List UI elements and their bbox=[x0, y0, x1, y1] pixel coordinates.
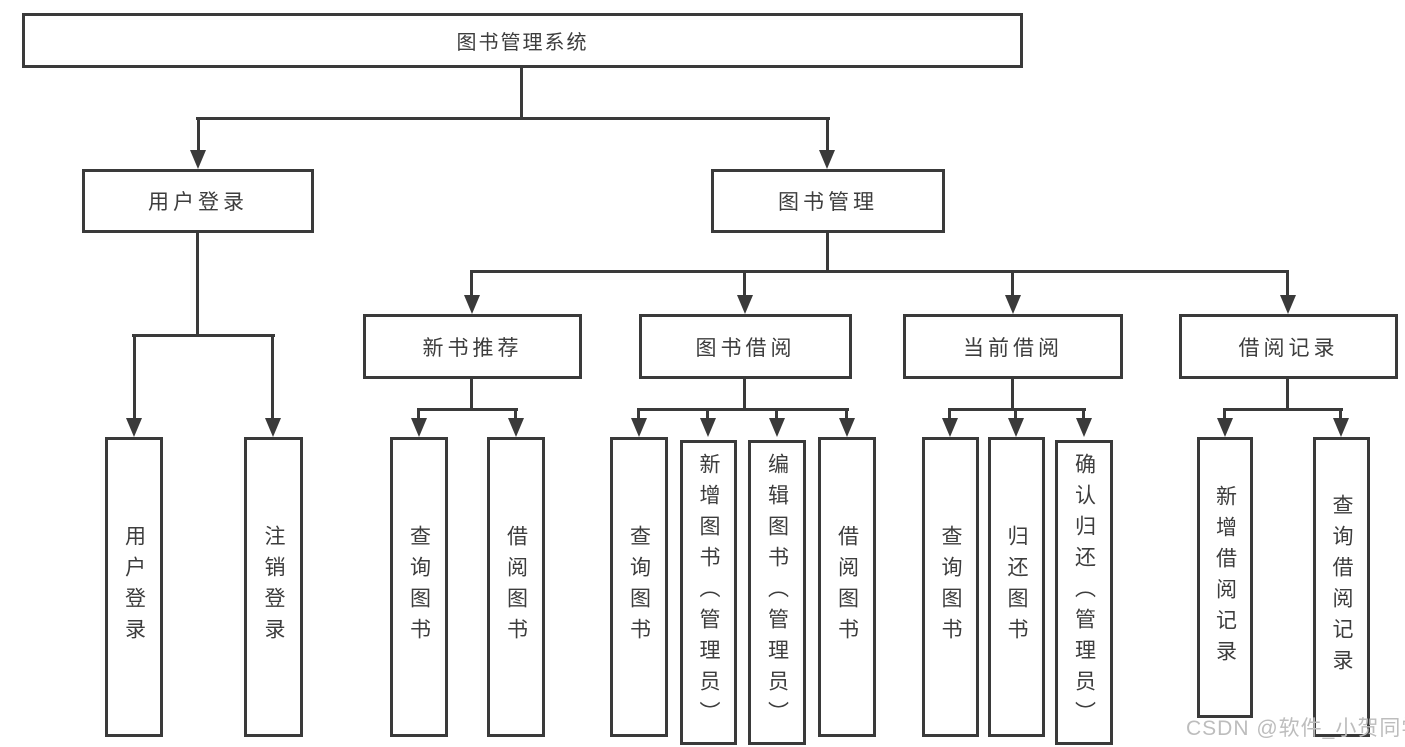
leaf-logout: 注销登录 bbox=[244, 437, 303, 737]
connector-stub bbox=[470, 273, 473, 296]
arrow-down-icon bbox=[508, 418, 524, 437]
connector-stub bbox=[1286, 379, 1289, 411]
arrow-down-icon bbox=[942, 418, 958, 437]
leaf-label: 确认归还（管理员） bbox=[1072, 453, 1096, 732]
connector-stub bbox=[196, 233, 199, 336]
leaf-user-login: 用户登录 bbox=[105, 437, 163, 737]
arrow-down-icon bbox=[265, 418, 281, 437]
node-label: 图书管理系统 bbox=[456, 32, 589, 54]
node-label: 图书管理 bbox=[778, 191, 878, 214]
connector-line bbox=[637, 408, 849, 411]
node-book-borrow: 图书借阅 bbox=[639, 314, 852, 379]
connector-stub bbox=[1339, 411, 1342, 420]
connector-stub bbox=[417, 411, 420, 420]
leaf-newbook-query-books: 查询图书 bbox=[390, 437, 448, 737]
node-label: 新书推荐 bbox=[422, 336, 523, 360]
leaf-label: 用户登录 bbox=[122, 525, 146, 649]
leaf-label: 注销登录 bbox=[262, 525, 285, 649]
leaf-label: 编辑图书（管理员） bbox=[765, 453, 789, 732]
leaf-label: 查询借阅记录 bbox=[1330, 494, 1353, 680]
leaf-label: 查询图书 bbox=[627, 525, 651, 649]
leaf-label: 新增借阅记录 bbox=[1213, 484, 1237, 671]
connector-stub bbox=[1223, 411, 1226, 420]
arrow-down-icon bbox=[464, 295, 480, 314]
leaf-current-query-books: 查询图书 bbox=[922, 437, 979, 737]
connector-stub bbox=[1286, 273, 1289, 296]
leaf-current-return-books: 归还图书 bbox=[988, 437, 1045, 737]
node-root-library-system: 图书管理系统 bbox=[22, 13, 1023, 68]
connector-line bbox=[470, 270, 1289, 273]
arrow-down-icon bbox=[1008, 418, 1024, 437]
connector-stub bbox=[1011, 273, 1014, 296]
arrow-down-icon bbox=[769, 418, 785, 437]
arrow-down-icon bbox=[1217, 418, 1233, 437]
arrow-down-icon bbox=[190, 150, 206, 169]
arrow-down-icon bbox=[839, 418, 855, 437]
arrow-down-icon bbox=[1280, 295, 1296, 314]
connector-stub bbox=[197, 120, 200, 151]
leaf-label: 归还图书 bbox=[1005, 525, 1028, 649]
connector-stub bbox=[637, 411, 640, 420]
connector-stub bbox=[514, 411, 517, 420]
connector-stub bbox=[271, 337, 274, 419]
connector-stub bbox=[706, 411, 709, 420]
connector-stub bbox=[845, 411, 848, 420]
node-user-login: 用户登录 bbox=[82, 169, 314, 233]
csdn-watermark: CSDN @软件_小贺同学 bbox=[1186, 717, 1405, 740]
connector-stub bbox=[1011, 379, 1014, 411]
connector-line bbox=[948, 408, 1086, 411]
arrow-down-icon bbox=[1005, 295, 1021, 314]
node-book-management: 图书管理 bbox=[711, 169, 945, 233]
arrow-down-icon bbox=[819, 150, 835, 169]
arrow-down-icon bbox=[411, 418, 427, 437]
connector-stub bbox=[133, 337, 136, 419]
arrow-down-icon bbox=[737, 295, 753, 314]
leaf-newbook-borrow-books: 借阅图书 bbox=[487, 437, 545, 737]
node-borrow-records: 借阅记录 bbox=[1179, 314, 1398, 379]
node-label: 用户登录 bbox=[148, 191, 248, 214]
connector-stub bbox=[743, 273, 746, 296]
arrow-down-icon bbox=[126, 418, 142, 437]
node-current-borrow: 当前借阅 bbox=[903, 314, 1123, 379]
connector-stub bbox=[1082, 411, 1085, 420]
leaf-borrow-borrow-books: 借阅图书 bbox=[818, 437, 876, 737]
connector-stub bbox=[948, 411, 951, 420]
leaf-label: 借阅图书 bbox=[504, 525, 528, 649]
connector-stub bbox=[826, 233, 829, 272]
leaf-current-confirm-return-admin: 确认归还（管理员） bbox=[1055, 440, 1113, 745]
leaf-label: 查询图书 bbox=[939, 525, 962, 649]
arrow-down-icon bbox=[631, 418, 647, 437]
leaf-borrow-edit-books-admin: 编辑图书（管理员） bbox=[748, 440, 806, 745]
connector-stub bbox=[470, 379, 473, 411]
node-label: 当前借阅 bbox=[963, 336, 1063, 360]
arrow-down-icon bbox=[1076, 418, 1092, 437]
node-label: 图书借阅 bbox=[695, 336, 796, 360]
connector-stub bbox=[1014, 411, 1017, 420]
connector-line bbox=[196, 117, 830, 120]
connector-line bbox=[417, 408, 518, 411]
arrow-down-icon bbox=[1333, 418, 1349, 437]
node-new-book-recommend: 新书推荐 bbox=[363, 314, 582, 379]
connector-stub bbox=[743, 379, 746, 411]
leaf-borrow-query-books: 查询图书 bbox=[610, 437, 668, 737]
leaf-label: 查询图书 bbox=[407, 525, 431, 649]
connector-line bbox=[1223, 408, 1343, 411]
leaf-borrow-add-books-admin: 新增图书（管理员） bbox=[680, 440, 737, 745]
connector-stub bbox=[826, 120, 829, 151]
leaf-label: 借阅图书 bbox=[835, 525, 859, 649]
node-label: 借阅记录 bbox=[1238, 336, 1339, 360]
connector-stub bbox=[775, 411, 778, 420]
leaf-label: 新增图书（管理员） bbox=[697, 453, 720, 732]
connector-line bbox=[132, 334, 275, 337]
leaf-records-query-record: 查询借阅记录 bbox=[1313, 437, 1370, 737]
arrow-down-icon bbox=[700, 418, 716, 437]
connector-stub bbox=[520, 68, 523, 118]
leaf-records-add-record: 新增借阅记录 bbox=[1197, 437, 1253, 718]
